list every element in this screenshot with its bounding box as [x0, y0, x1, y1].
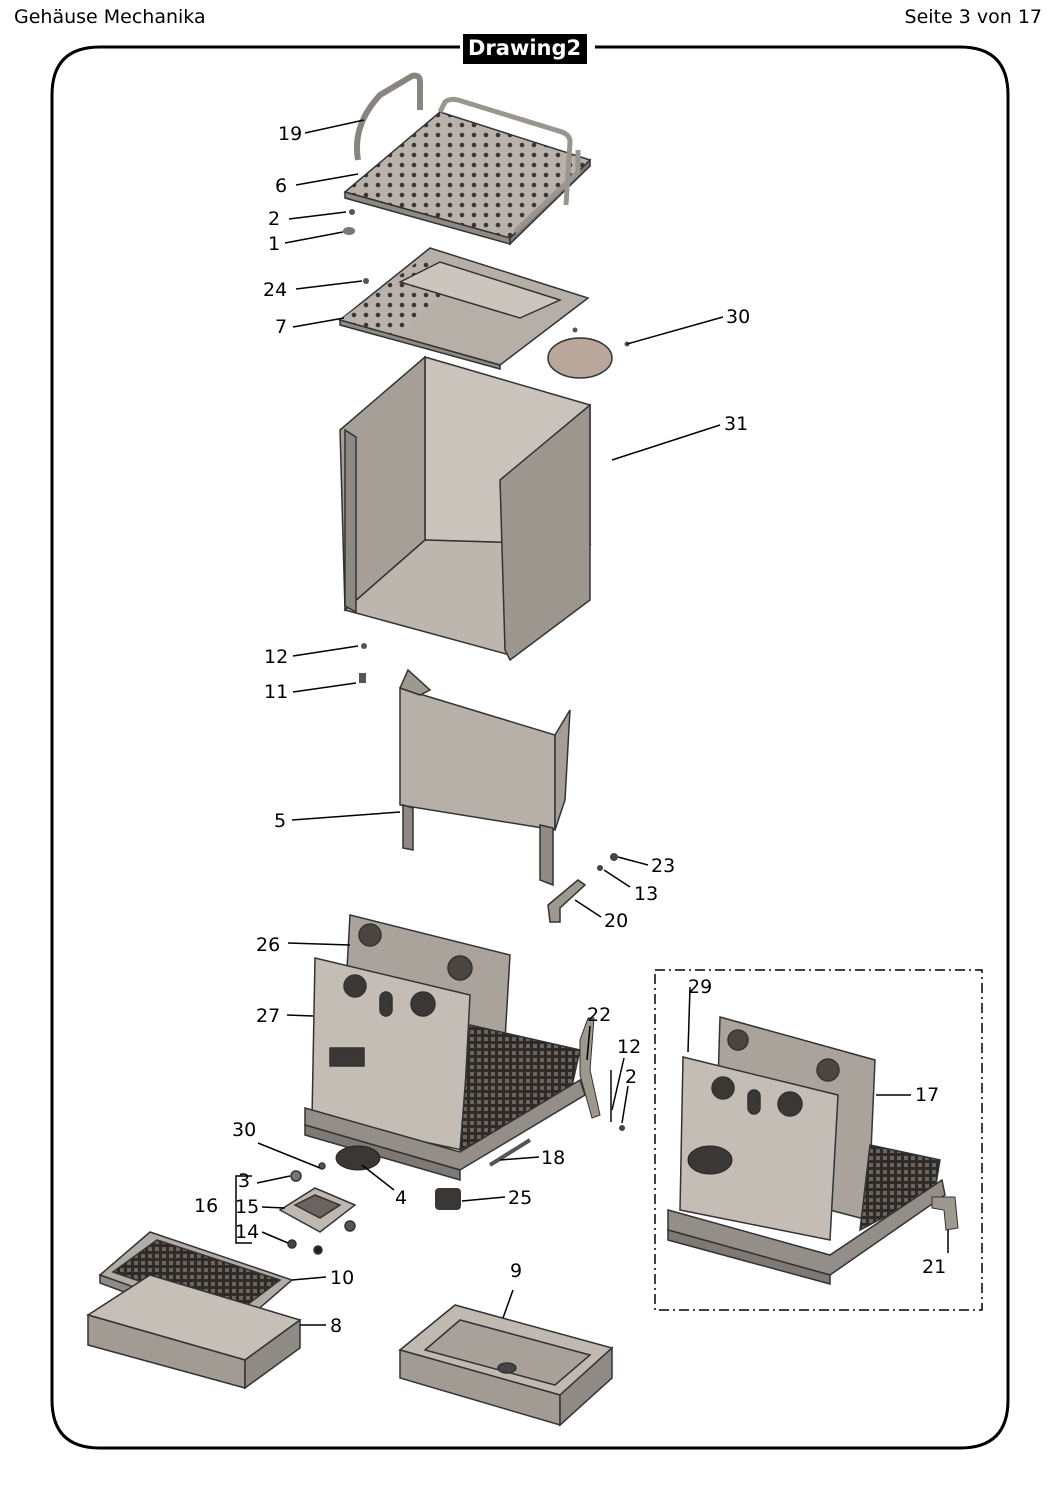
callout-29: 29: [688, 976, 712, 998]
drawing-frame: [50, 45, 1010, 1450]
base-tray-part: [398, 1304, 614, 1427]
callout-19: 19: [278, 123, 302, 145]
gasket-part: [547, 337, 613, 379]
callout-17: 17: [915, 1084, 939, 1106]
screw-parts: [343, 209, 630, 347]
callout-30: 30: [726, 306, 750, 328]
callout-11: 11: [264, 681, 288, 703]
callout-12b: 12: [617, 1036, 641, 1058]
callout-8: 8: [330, 1315, 342, 1337]
callout-13: 13: [634, 883, 658, 905]
callout-30b: 30: [232, 1119, 256, 1141]
bracket-20-part: [547, 879, 587, 923]
housing-part: [339, 355, 592, 662]
callout-5: 5: [274, 810, 286, 832]
callout-15: 15: [235, 1196, 259, 1218]
foot-part: [435, 1188, 461, 1210]
callout-10: 10: [330, 1267, 354, 1289]
logo-badge-variant: [687, 1145, 733, 1175]
top-grate-part: [343, 72, 592, 246]
callout-9: 9: [510, 1260, 522, 1282]
drawing-badge: Drawing2: [463, 34, 588, 64]
callout-12: 12: [264, 646, 288, 668]
callout-26: 26: [256, 934, 280, 956]
callout-3: 3: [238, 1170, 250, 1192]
callout-2b: 2: [625, 1066, 637, 1088]
callout-25: 25: [508, 1187, 532, 1209]
callout-21: 21: [922, 1256, 946, 1278]
drip-tray-part: [86, 1231, 302, 1390]
main-frame-part: [304, 914, 586, 1181]
callout-23: 23: [651, 855, 675, 877]
page-number: Seite 3 von 17: [904, 6, 1042, 28]
callout-7: 7: [275, 316, 287, 338]
callout-31: 31: [724, 413, 748, 435]
variant-box: [654, 969, 983, 1311]
cover-plate-part: [338, 247, 590, 370]
alt-frame-part: [667, 1016, 946, 1285]
callout-20: 20: [604, 910, 628, 932]
callout-16: 16: [194, 1195, 218, 1217]
logo-badge: [335, 1145, 381, 1171]
bracket-21-part: [931, 1196, 959, 1231]
callout-14: 14: [235, 1221, 259, 1243]
callout-6: 6: [275, 175, 287, 197]
drain-valve-part: [278, 1162, 357, 1255]
leader-lines: [235, 119, 949, 1326]
callout-27: 27: [256, 1005, 280, 1027]
callout-labels: 19 6 2 1 24 7 30 31 12 11 5 23 13 20 26 …: [194, 123, 946, 1337]
callout-24: 24: [263, 279, 287, 301]
callout-2: 2: [268, 208, 280, 230]
callout-4: 4: [395, 1187, 407, 1209]
document-title: Gehäuse Mechanika: [14, 6, 206, 28]
callout-22: 22: [587, 1004, 611, 1026]
callout-18: 18: [541, 1147, 565, 1169]
callout-1: 1: [268, 233, 280, 255]
inner-bracket-part: [398, 668, 571, 887]
